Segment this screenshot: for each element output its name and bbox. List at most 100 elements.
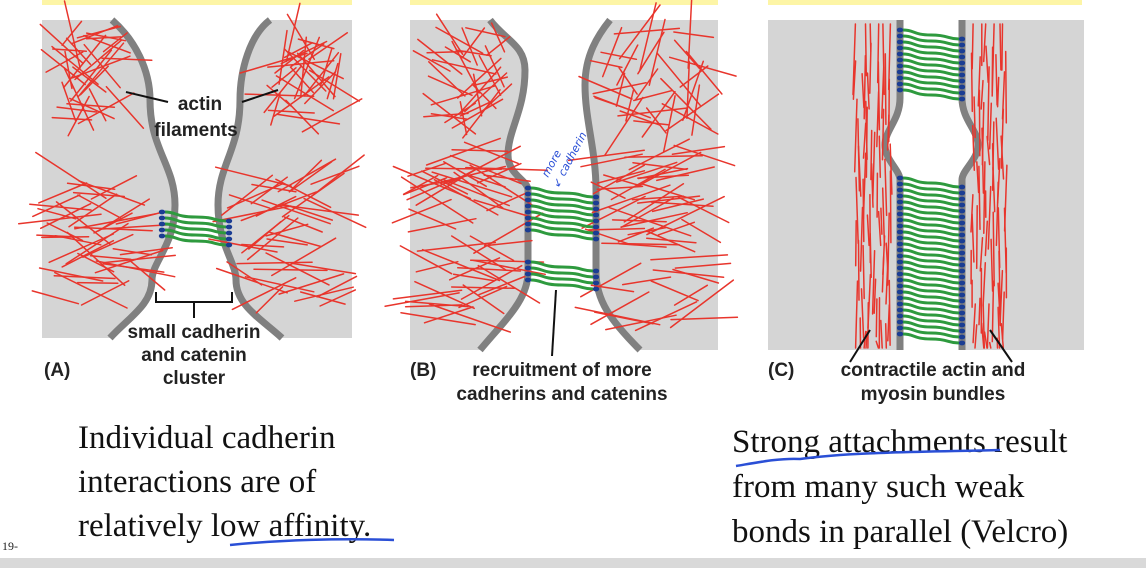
catenin-complex — [896, 27, 904, 33]
actin-filament — [308, 32, 349, 61]
catenin-complex — [958, 310, 966, 316]
actin-filament — [580, 262, 642, 298]
catenin-complex — [958, 78, 966, 84]
actin-filament — [61, 239, 115, 268]
catenin-complex — [896, 295, 904, 301]
actin-filament — [38, 182, 88, 204]
cadherin-molecule — [164, 228, 227, 241]
actin-filament — [425, 137, 501, 166]
actin-filament — [278, 273, 345, 295]
actin-filament — [228, 194, 271, 209]
actin-filament — [35, 151, 107, 200]
actin-filament — [77, 42, 125, 98]
actin-filament — [990, 238, 994, 292]
actin-filament — [459, 100, 493, 117]
actin-filament — [656, 166, 715, 182]
actin-filament — [600, 51, 638, 61]
catenin-complex — [896, 325, 904, 331]
actin-filament — [74, 39, 123, 81]
catenin-complex — [896, 205, 904, 211]
cadherin-molecule — [902, 182, 960, 195]
actin-filament — [278, 29, 288, 85]
actin-filament — [65, 222, 129, 265]
catenin-complex — [524, 265, 532, 271]
cadherin-molecule — [902, 82, 960, 95]
actin-filament — [255, 195, 297, 217]
actin-filament — [971, 213, 975, 263]
actin-filament — [970, 193, 974, 233]
actin-filament — [1001, 23, 1004, 71]
catenin-complex — [896, 289, 904, 295]
actin-filament — [392, 165, 472, 200]
catenin-complex — [896, 51, 904, 57]
actin-filament — [285, 2, 301, 63]
actin-filament — [852, 23, 857, 96]
actin-filament — [83, 43, 121, 89]
actin-filament — [89, 255, 132, 261]
cadherin-molecule — [530, 216, 594, 229]
actin-filament — [1000, 135, 1005, 180]
panel-b-letter: (B) — [410, 360, 436, 381]
actin-filament — [628, 138, 690, 171]
panel-c-left-cell — [768, 20, 900, 350]
catenin-complex — [958, 226, 966, 232]
catenin-complex — [958, 196, 966, 202]
actin-filament — [283, 48, 327, 92]
actin-filament — [426, 50, 467, 54]
actin-filament — [215, 267, 288, 294]
actin-filament — [637, 31, 665, 75]
catenin-complex — [524, 259, 532, 265]
actin-filament — [486, 191, 529, 212]
catenin-complex — [896, 187, 904, 193]
actin-filament — [431, 59, 497, 75]
actin-filament — [887, 23, 892, 91]
panel-a-cluster-label-3: cluster — [163, 368, 226, 389]
catenin-complex — [896, 307, 904, 313]
catenin-complex — [896, 253, 904, 259]
catenin-complex — [896, 81, 904, 87]
actin-filament — [986, 135, 991, 166]
panel-a-cluster-label-1: small cadherin — [127, 322, 260, 343]
actin-filament — [995, 53, 998, 106]
actin-filament — [864, 23, 868, 77]
catenin-complex — [958, 72, 966, 78]
actin-filament — [486, 36, 511, 56]
actin-filament — [41, 236, 90, 239]
actin-filament — [619, 110, 661, 126]
panel-a-cluster-label-2: and catenin — [141, 345, 247, 366]
highlight-bar-b — [410, 0, 718, 5]
panel-a-filaments-label: filaments — [154, 120, 237, 141]
actin-filament — [580, 153, 643, 168]
actin-filament — [665, 93, 720, 132]
catenin-complex — [958, 256, 966, 262]
catenin-complex — [958, 328, 966, 334]
panel-c: (C) contractile actin and myosin bundles — [768, 20, 1084, 405]
panel-b: more ↙ cadherin (B) recruitment of more … — [384, 0, 739, 405]
actin-filament — [679, 65, 709, 88]
cadherin-molecule — [902, 88, 960, 101]
actin-filament — [319, 47, 333, 87]
catenin-complex — [958, 184, 966, 190]
actin-filament — [66, 182, 116, 191]
actin-filament — [31, 290, 80, 305]
actin-filament — [881, 255, 885, 293]
catenin-complex — [592, 218, 600, 224]
actin-filament — [435, 26, 484, 55]
actin-filament — [303, 51, 340, 97]
cadherin-molecule — [902, 28, 960, 41]
actin-filament — [995, 181, 999, 247]
actin-filament — [265, 252, 330, 286]
catenin-complex — [225, 236, 233, 242]
catenin-complex — [158, 227, 166, 233]
actin-filament — [77, 92, 135, 125]
actin-filament — [855, 176, 859, 245]
actin-filament — [281, 172, 345, 218]
actin-filament — [62, 34, 107, 89]
actin-filament — [458, 285, 508, 309]
actin-filament — [857, 239, 860, 301]
actin-filament — [261, 199, 331, 225]
actin-filament — [870, 129, 873, 181]
actin-filament — [275, 178, 332, 209]
actin-filament — [641, 183, 696, 201]
